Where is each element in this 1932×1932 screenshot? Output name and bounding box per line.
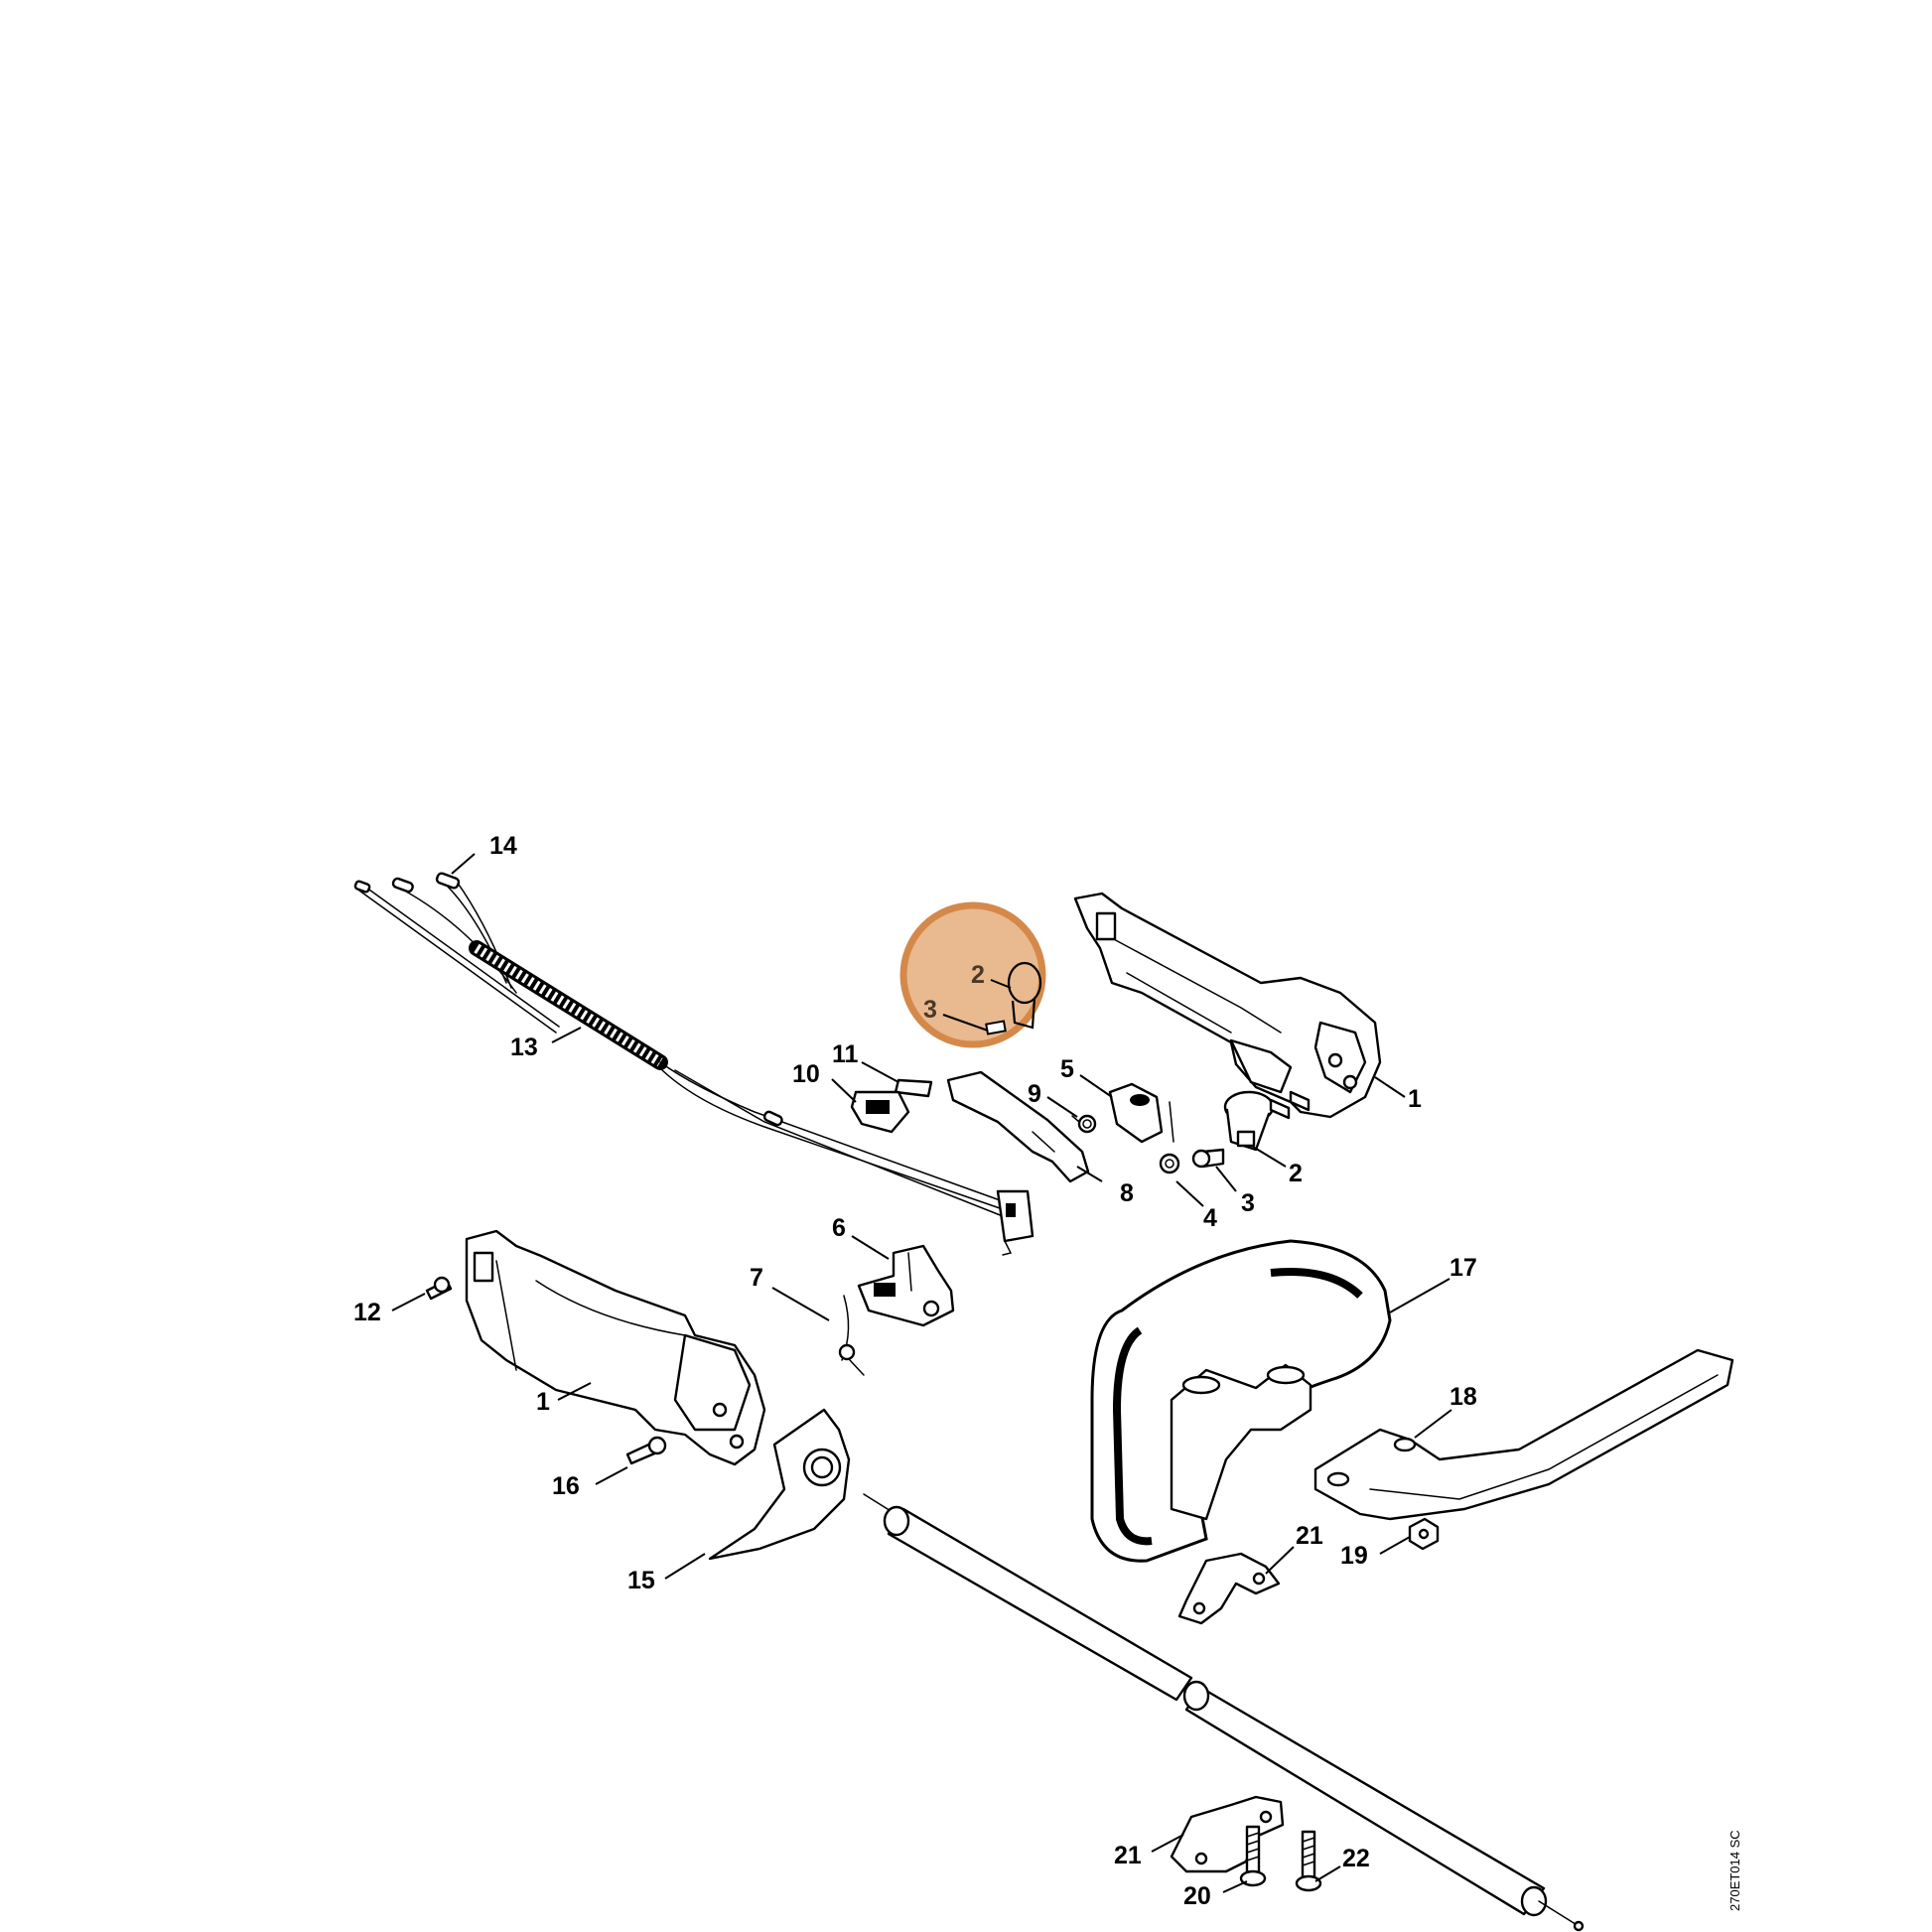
label-21-upper: 21 <box>1296 1522 1323 1550</box>
part-19-nut <box>1408 1517 1440 1551</box>
label-3-highlighted: 3 <box>923 996 937 1024</box>
label-6: 6 <box>832 1214 846 1242</box>
part-21-clamp-upper <box>1177 1552 1281 1625</box>
label-19: 19 <box>1340 1542 1368 1570</box>
part-2-clamp <box>1223 1090 1275 1152</box>
highlighted-part-2-3 <box>899 901 1046 1048</box>
part-16-screw <box>625 1436 667 1465</box>
label-11: 11 <box>832 1040 859 1068</box>
callout-labels: 14 13 11 10 2 3 5 9 1 8 4 3 2 6 7 12 1 1… <box>353 832 1477 1910</box>
part-6-insert <box>857 1244 955 1327</box>
leader-lines <box>391 853 1452 1893</box>
label-2-highlighted: 2 <box>971 961 985 989</box>
drawing-code: 270ET014 SC <box>1727 1830 1742 1911</box>
label-14: 14 <box>489 832 517 860</box>
label-7: 7 <box>750 1264 763 1292</box>
part-12-screw <box>425 1276 453 1301</box>
label-15: 15 <box>627 1567 655 1594</box>
label-21-lower: 21 <box>1114 1842 1142 1869</box>
part-5-lever <box>1108 1082 1174 1144</box>
part-11-plate <box>894 1078 933 1098</box>
label-22: 22 <box>1342 1845 1370 1872</box>
label-12: 12 <box>353 1299 381 1326</box>
label-5: 5 <box>1060 1055 1074 1083</box>
part-18-bar-handle <box>1313 1348 1734 1521</box>
highlight-circle[interactable] <box>899 901 1046 1048</box>
part-7-spring <box>838 1295 865 1376</box>
part-4-spring <box>1159 1153 1180 1174</box>
part-21-clamp-lower <box>1170 1795 1285 1873</box>
label-18: 18 <box>1449 1383 1477 1411</box>
label-20: 20 <box>1183 1882 1211 1910</box>
label-4: 4 <box>1203 1204 1217 1232</box>
part-9-spring <box>1071 1114 1097 1134</box>
wiring-harness <box>353 872 1035 1256</box>
label-2: 2 <box>1289 1160 1303 1187</box>
part-1-handle-top <box>1073 892 1382 1120</box>
part-8-trigger <box>946 1070 1090 1183</box>
part-22-screw <box>1295 1830 1322 1892</box>
label-3: 3 <box>1241 1189 1255 1217</box>
part-3-screw <box>1191 1148 1225 1169</box>
part-17-loop-handle <box>1090 1239 1392 1563</box>
drive-tube <box>863 1493 1585 1932</box>
label-8: 8 <box>1120 1179 1134 1207</box>
label-9: 9 <box>1028 1080 1041 1108</box>
label-1-bottom: 1 <box>536 1388 550 1416</box>
label-1-top: 1 <box>1408 1085 1422 1113</box>
part-1-handle-bottom <box>465 1229 766 1466</box>
label-17: 17 <box>1449 1254 1477 1282</box>
label-10: 10 <box>792 1060 820 1088</box>
label-13: 13 <box>510 1034 538 1061</box>
label-16: 16 <box>552 1472 580 1500</box>
part-10-slide <box>850 1090 910 1134</box>
part-15-guard <box>708 1408 851 1561</box>
